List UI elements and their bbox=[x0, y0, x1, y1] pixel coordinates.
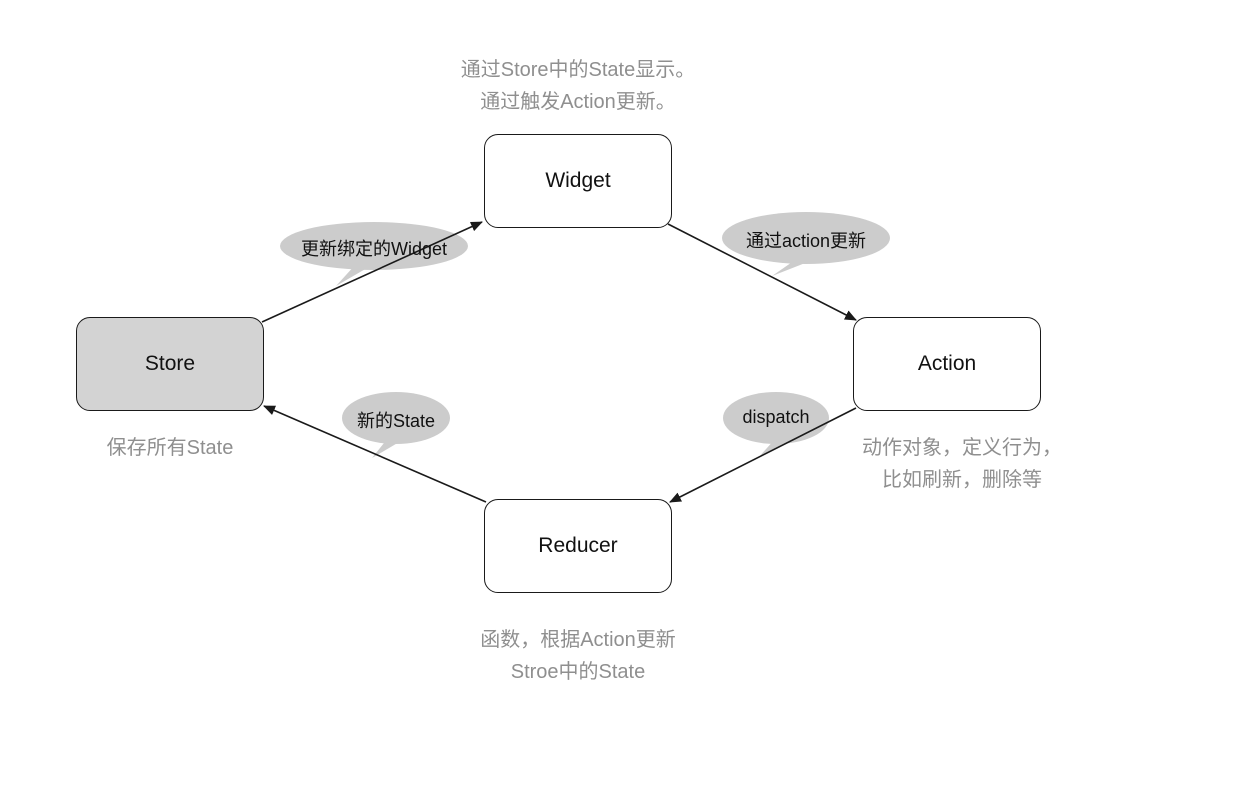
action-node: Action bbox=[853, 317, 1041, 411]
store-note-line: 保存所有State bbox=[106, 437, 234, 459]
bubble-reducer-to-store bbox=[342, 392, 450, 458]
action-note: 动作对象，定义行为， 比如刷新，删除等 bbox=[842, 432, 1082, 496]
widget-node-label: Widget bbox=[545, 169, 611, 192]
widget-note: 通过Store中的State显示。 通过触发Action更新。 bbox=[408, 54, 748, 118]
store-node: Store bbox=[76, 317, 264, 411]
arrow-reducer-to-store bbox=[263, 405, 487, 503]
store-note: 保存所有State bbox=[60, 432, 280, 464]
label-store-to-widget: 更新绑定的Widget bbox=[300, 239, 448, 259]
widget-note-line-2: 通过触发Action更新。 bbox=[480, 91, 676, 113]
bubble-store-to-widget bbox=[280, 222, 468, 286]
arrow-widget-to-action bbox=[667, 223, 857, 321]
bubble-widget-to-action bbox=[722, 212, 890, 276]
arrow-action-to-reducer bbox=[669, 407, 857, 503]
reducer-note: 函数，根据Action更新 Stroe中的State bbox=[438, 624, 718, 688]
widget-note-line-1: 通过Store中的State显示。 bbox=[460, 59, 696, 81]
action-note-line-1: 动作对象，定义行为， bbox=[862, 437, 1062, 459]
action-note-line-2: 比如刷新，删除等 bbox=[882, 469, 1042, 491]
arrow-store-to-widget bbox=[261, 221, 483, 323]
label-action-to-reducer: dispatch bbox=[742, 407, 810, 427]
reducer-node: Reducer bbox=[484, 499, 672, 593]
reducer-node-label: Reducer bbox=[538, 534, 618, 557]
action-node-label: Action bbox=[917, 352, 977, 375]
reducer-note-line-1: 函数，根据Action更新 bbox=[480, 629, 676, 651]
widget-node: Widget bbox=[484, 134, 672, 228]
label-widget-to-action: 通过action更新 bbox=[745, 231, 867, 251]
store-node-label: Store bbox=[144, 352, 196, 375]
label-reducer-to-store: 新的State bbox=[356, 411, 436, 431]
reducer-note-line-2: Stroe中的State bbox=[510, 661, 646, 683]
